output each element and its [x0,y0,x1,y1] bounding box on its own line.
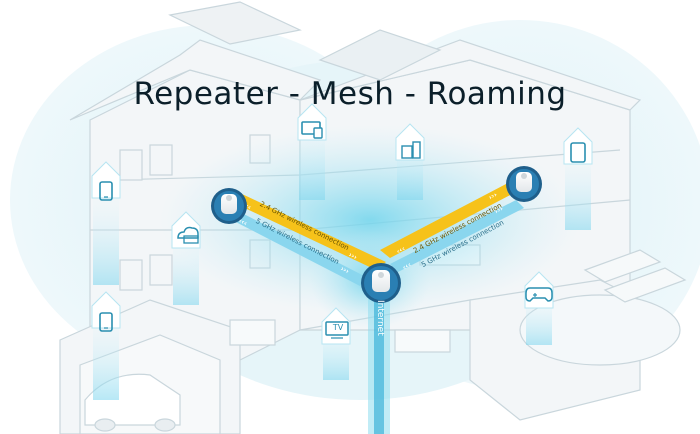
svg-text:‹‹‹: ‹‹‹ [237,217,248,228]
laptop-icon [301,121,323,139]
svg-text:‹‹‹: ‹‹‹ [401,261,412,272]
svg-text:›››: ››› [487,191,498,202]
mesh-connections [228,184,524,286]
mesh-node-center [361,263,401,303]
mesh-node-left [211,188,247,224]
svg-text:‹‹‹: ‹‹‹ [395,245,406,256]
svg-text:›››: ››› [493,205,504,216]
svg-text:›››: ››› [347,251,358,262]
game-console-icon [401,141,421,159]
tv-label: TV [332,323,344,332]
smartphone-icon [99,312,113,332]
gamepad-icon [525,287,553,302]
network-glow [160,125,580,434]
mesh-node-right [506,166,542,202]
cloud-drive-icon [177,226,199,244]
tablet-icon [570,142,586,163]
phone-icon [99,181,113,201]
svg-text:›››: ››› [339,265,350,276]
internet-label: Internet [375,300,385,336]
page-title: Repeater - Mesh - Roaming [133,76,567,112]
tv-icon [325,321,349,339]
